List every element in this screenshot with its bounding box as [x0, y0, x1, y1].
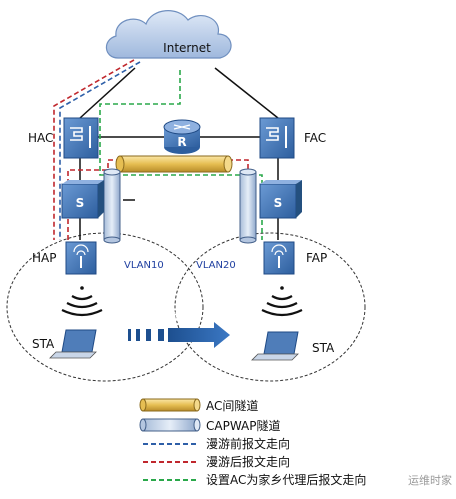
switch-left-glyph: S: [76, 196, 85, 210]
fap-coverage-area: [174, 232, 366, 382]
fap-label: FAP: [306, 251, 327, 265]
signal-icon-right: [261, 286, 303, 317]
internet-label: Internet: [163, 41, 211, 55]
before-roam-path: [59, 61, 141, 240]
internet-cloud: Internet: [105, 10, 232, 59]
legend-before-roam-label: 漫游前报文走向: [206, 436, 290, 451]
legend-capwap-swatch: [139, 418, 201, 432]
hac-device: [63, 117, 99, 159]
legend-capwap-label: CAPWAP隧道: [206, 418, 280, 433]
hap-device: [65, 241, 97, 275]
legend-after-roam-label: 漫游后报文走向: [206, 454, 290, 469]
legend-ac-tunnel-label: AC间隧道: [206, 398, 258, 413]
router-device: R: [163, 119, 201, 154]
roam-arrow: [128, 322, 230, 348]
hap-label: HAP: [32, 251, 56, 265]
vlan-right-label: VLAN20: [196, 260, 236, 271]
sta-left-label: STA: [32, 337, 55, 351]
signal-icon-left: [61, 286, 103, 317]
fac-label: FAC: [304, 131, 326, 145]
capwap-tunnel-left: [103, 168, 121, 244]
fap-device: [263, 241, 295, 275]
legend: AC间隧道 CAPWAP隧道 漫游前报文走向 漫游后报文走向 设置AC为家乡代理…: [139, 398, 366, 487]
sta-right-laptop-icon: [251, 331, 299, 361]
fac-device: [259, 117, 295, 159]
hac-label: HAC: [28, 131, 53, 145]
watermark: 运维时家: [408, 473, 452, 487]
sta-left-laptop-icon: [49, 329, 97, 359]
sta-right-label: STA: [312, 341, 335, 355]
capwap-tunnel-right: [239, 168, 257, 244]
switch-right-glyph: S: [274, 196, 283, 210]
switch-right-device: S: [259, 180, 302, 219]
legend-ac-tunnel-swatch: [139, 398, 201, 412]
roam-label: 漫游: [172, 309, 194, 323]
switch-left-device: S: [61, 180, 104, 219]
router-glyph: R: [177, 135, 186, 149]
home-proxy-path: [99, 70, 263, 240]
legend-home-proxy-label: 设置AC为家乡代理后报文走向: [206, 472, 366, 487]
ac-tunnel: [115, 155, 233, 173]
vlan-left-label: VLAN10: [124, 260, 164, 271]
